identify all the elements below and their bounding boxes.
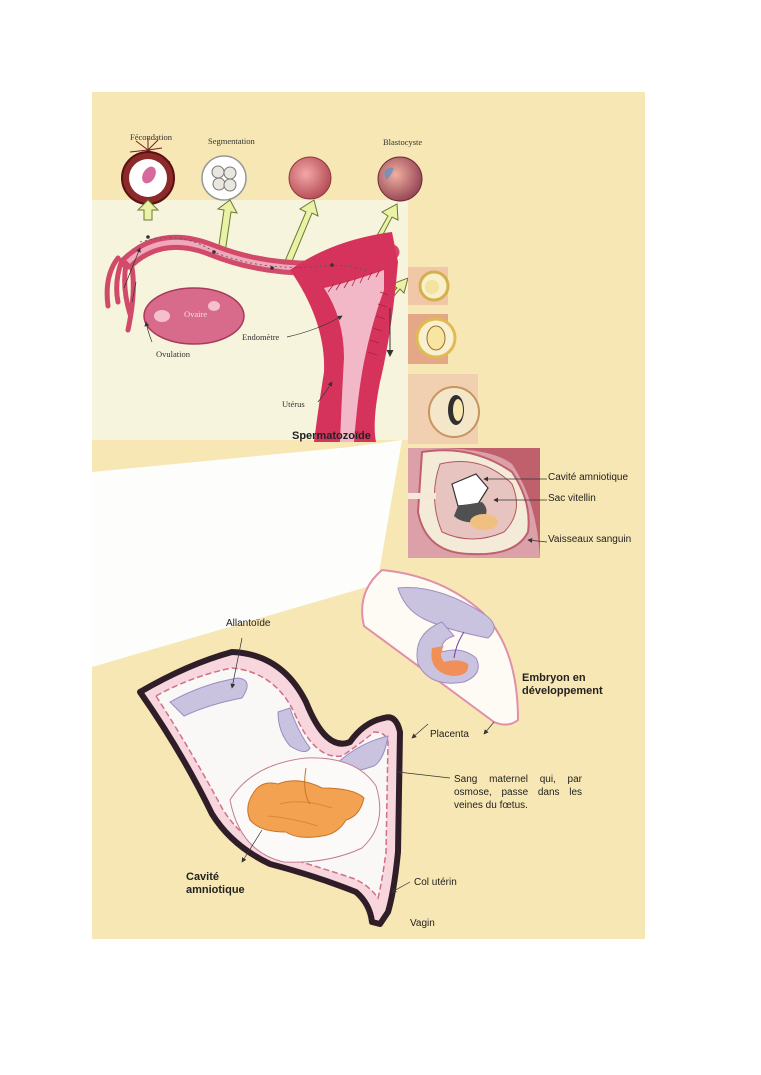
fetus-leaders [230,637,451,893]
fecondation-egg [121,138,175,205]
implantation-panel [408,448,540,558]
label-sang-maternel: Sang maternel qui, par osmose, passe dan… [454,774,582,811]
label-spermatozoide: Spermatozoïde [292,430,371,442]
label-allantoide: Allantoïde [226,618,271,629]
white-paper [92,440,402,667]
stage-label-segmentation: Segmentation [208,136,255,146]
blastocyst-egg [377,156,423,202]
diagram-artwork [92,92,645,939]
reproductive-tract [104,232,400,442]
label-sac-vitellin: Sac vitellin [548,493,596,504]
embryo-wedge [361,568,520,735]
label-cavite-amniotique-top: Cavité amniotique [548,472,629,483]
label-endometre: Endomètre [242,332,280,342]
label-embryon-line1: Embryon en [522,672,586,684]
label-ovaire: Ovaire [184,309,208,319]
diagram-page: Fécondation Segmentation Blastocyste Ova… [92,92,645,939]
fetus-uterus [137,649,403,927]
label-ovulation: Ovulation [156,349,190,359]
stage-label-fecondation: Fécondation [130,132,173,142]
label-col-uterin: Col utérin [414,877,457,888]
implantation-leaders [483,476,548,543]
label-cavite-line2: amniotique [186,884,245,896]
segmentation-egg [201,155,247,201]
label-embryon-line2: développement [522,685,603,697]
nidation-strip [386,267,480,444]
tract-leaders [123,247,343,403]
label-vagin: Vagin [410,918,435,929]
label-vaisseaux-sanguins: Vaisseaux sanguin [548,534,632,545]
label-uterus: Utérus [282,399,305,409]
label-cavite-line1: Cavité [186,871,220,883]
label-placenta: Placenta [430,729,469,740]
stage-label-blastocyste: Blastocyste [383,137,423,147]
morula-egg [288,156,332,200]
